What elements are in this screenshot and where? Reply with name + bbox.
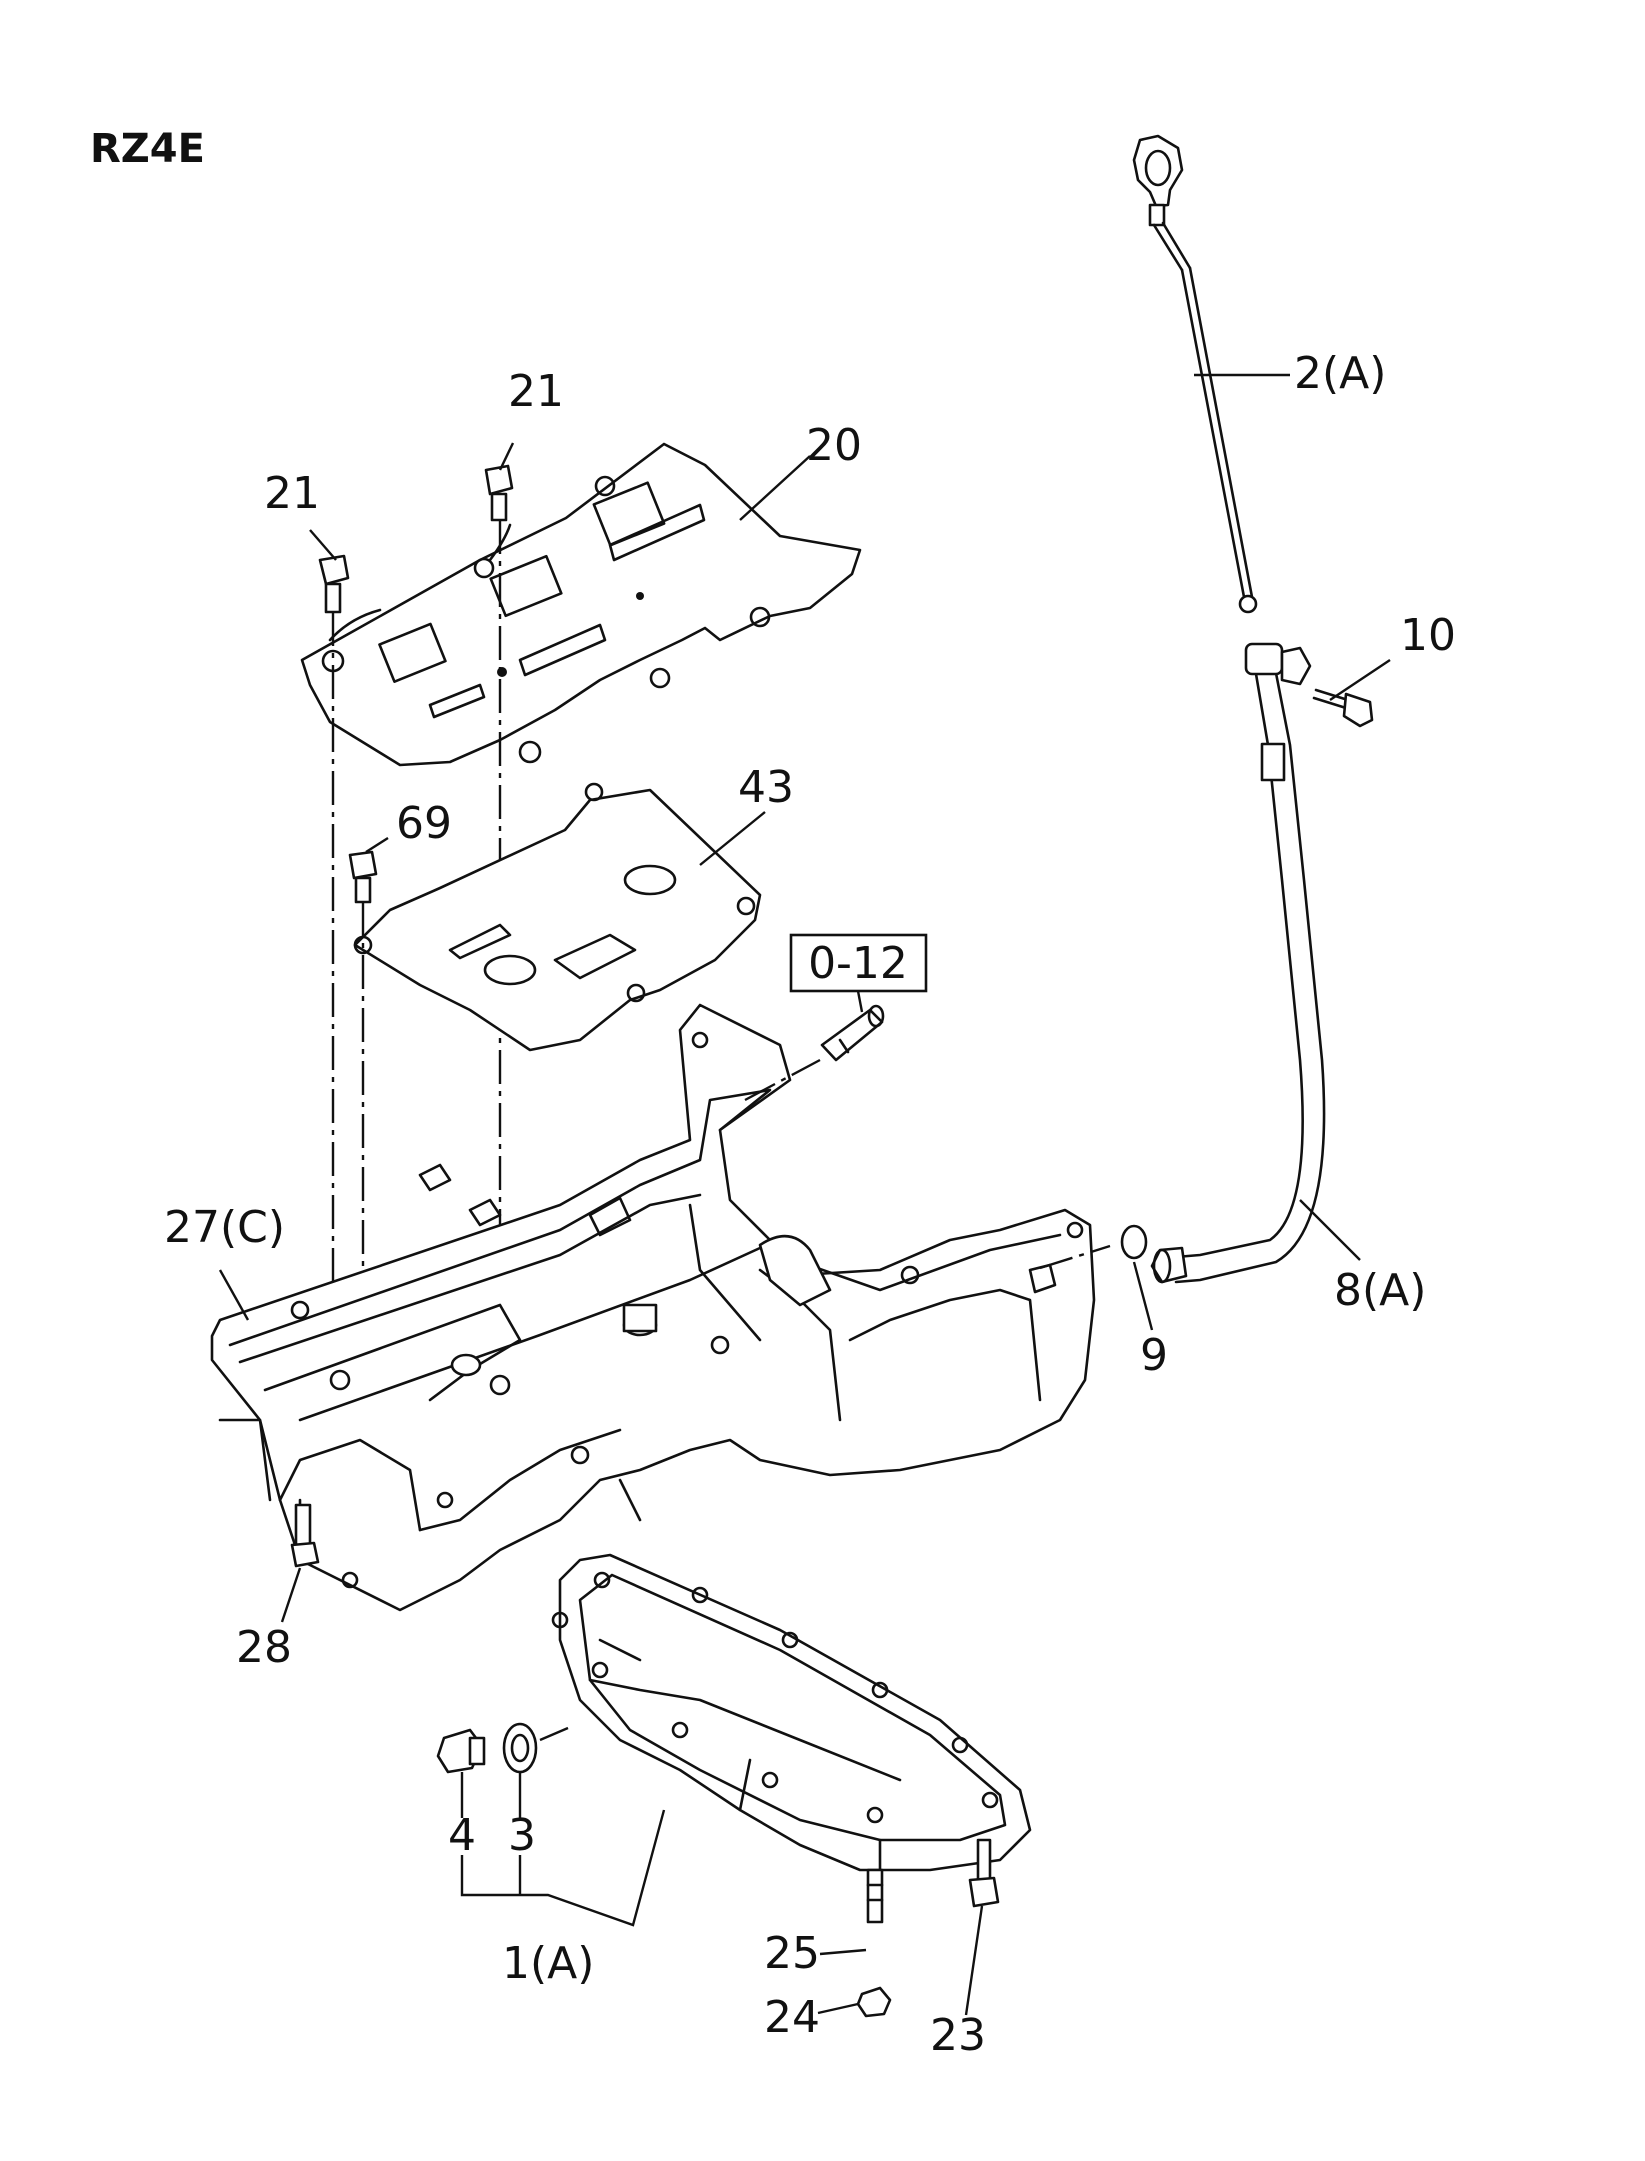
bolt-69: [348, 850, 378, 904]
leader-lines: [218, 373, 1391, 2016]
lower-oil-pan: [551, 1553, 1032, 1872]
drain-plug-4: [436, 1728, 486, 1774]
installation-line-o-ring: [1039, 1244, 1111, 1270]
callout-9: 9: [1140, 1330, 1168, 1381]
bolt-28: [290, 1503, 320, 1568]
baffle-plate: [300, 442, 862, 767]
model-code: RZ4E: [90, 126, 205, 172]
crankcase-upper-pan: [210, 1003, 1096, 1612]
reference-leader: [856, 990, 864, 1013]
callout-3: 3: [508, 1810, 536, 1861]
nut-24: [856, 1986, 892, 2018]
oil-level-gauge: [1132, 134, 1258, 614]
callout-28: 28: [236, 1622, 292, 1673]
strainer-plate: [353, 782, 762, 1052]
bolt-10: [1312, 688, 1374, 728]
callout-25: 25: [764, 1928, 820, 1979]
reference-box: [789, 933, 928, 993]
stud-25: [866, 1868, 884, 1924]
gasket-washer-3: [502, 1722, 538, 1774]
callout-24: 24: [764, 1992, 820, 2043]
bolt-23: [968, 1838, 1000, 1908]
bolt-21-right: [484, 464, 514, 522]
dowel-pin: [820, 1004, 885, 1062]
callout-27: 27(C): [164, 1202, 285, 1253]
callout-2: 2(A): [1294, 348, 1386, 399]
callout-21-left: 21: [264, 468, 320, 519]
callout-10: 10: [1400, 610, 1456, 661]
reference-box-label: 0-12: [808, 938, 908, 989]
callout-69: 69: [396, 798, 452, 849]
callout-4: 4: [448, 1810, 476, 1861]
callout-23: 23: [930, 2010, 986, 2061]
callout-20: 20: [806, 420, 862, 471]
oil-level-gauge-guide-tube: [1150, 642, 1326, 1284]
bolt-21-left: [318, 554, 350, 614]
callout-1: 1(A): [502, 1938, 594, 1989]
callout-43: 43: [738, 762, 794, 813]
callout-8: 8(A): [1334, 1265, 1426, 1316]
callout-21-right: 21: [508, 366, 564, 417]
o-ring-9: [1120, 1224, 1148, 1260]
installation-line-dowel: [744, 1058, 821, 1102]
